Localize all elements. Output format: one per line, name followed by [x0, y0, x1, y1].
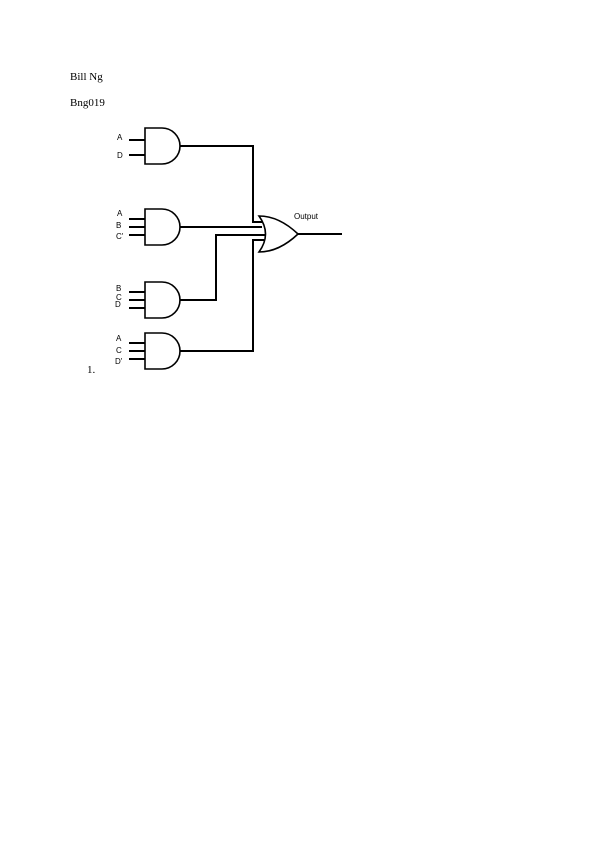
- and-gate-3-body: [144, 281, 181, 319]
- and-gate-2: A B C': [116, 208, 181, 246]
- and-gate-2-body: [144, 208, 181, 246]
- output-label: Output: [294, 212, 319, 221]
- and-gate-3: B C D: [115, 281, 181, 319]
- and-gate-1-body: [144, 127, 181, 165]
- and-gate-4-input-3-label: D': [115, 357, 123, 366]
- and-gate-3-input-1-label: B: [116, 284, 121, 293]
- or-gate-body: [257, 215, 300, 253]
- author-id: Bng019: [70, 97, 105, 109]
- or-gate: Output: [257, 212, 342, 253]
- and-gate-3-input-2-label: C: [116, 293, 122, 302]
- author-name: Bill Ng: [70, 71, 103, 83]
- and-gate-4-body: [144, 332, 181, 370]
- and-gate-1: A D: [117, 127, 181, 165]
- and-4-to-or-wire: [180, 239, 264, 352]
- and-gate-4-input-1-label: A: [116, 334, 122, 343]
- and-gate-4: A C D': [115, 332, 181, 370]
- problem-number: 1.: [87, 364, 96, 376]
- and-gate-1-input-2-label: D: [117, 151, 123, 160]
- and-gate-1-input-1-label: A: [117, 133, 123, 142]
- and-3-to-or-wire: [180, 234, 265, 301]
- and-gate-2-input-3-label: C': [116, 232, 124, 241]
- and-gate-4-input-2-label: C: [116, 346, 122, 355]
- and-1-to-or-wire: [180, 145, 262, 223]
- and-gate-3-input-3-label: D: [115, 300, 121, 309]
- and-gate-2-input-1-label: A: [117, 209, 123, 218]
- and-gate-2-input-2-label: B: [116, 221, 121, 230]
- interconnect-wires: [180, 145, 265, 352]
